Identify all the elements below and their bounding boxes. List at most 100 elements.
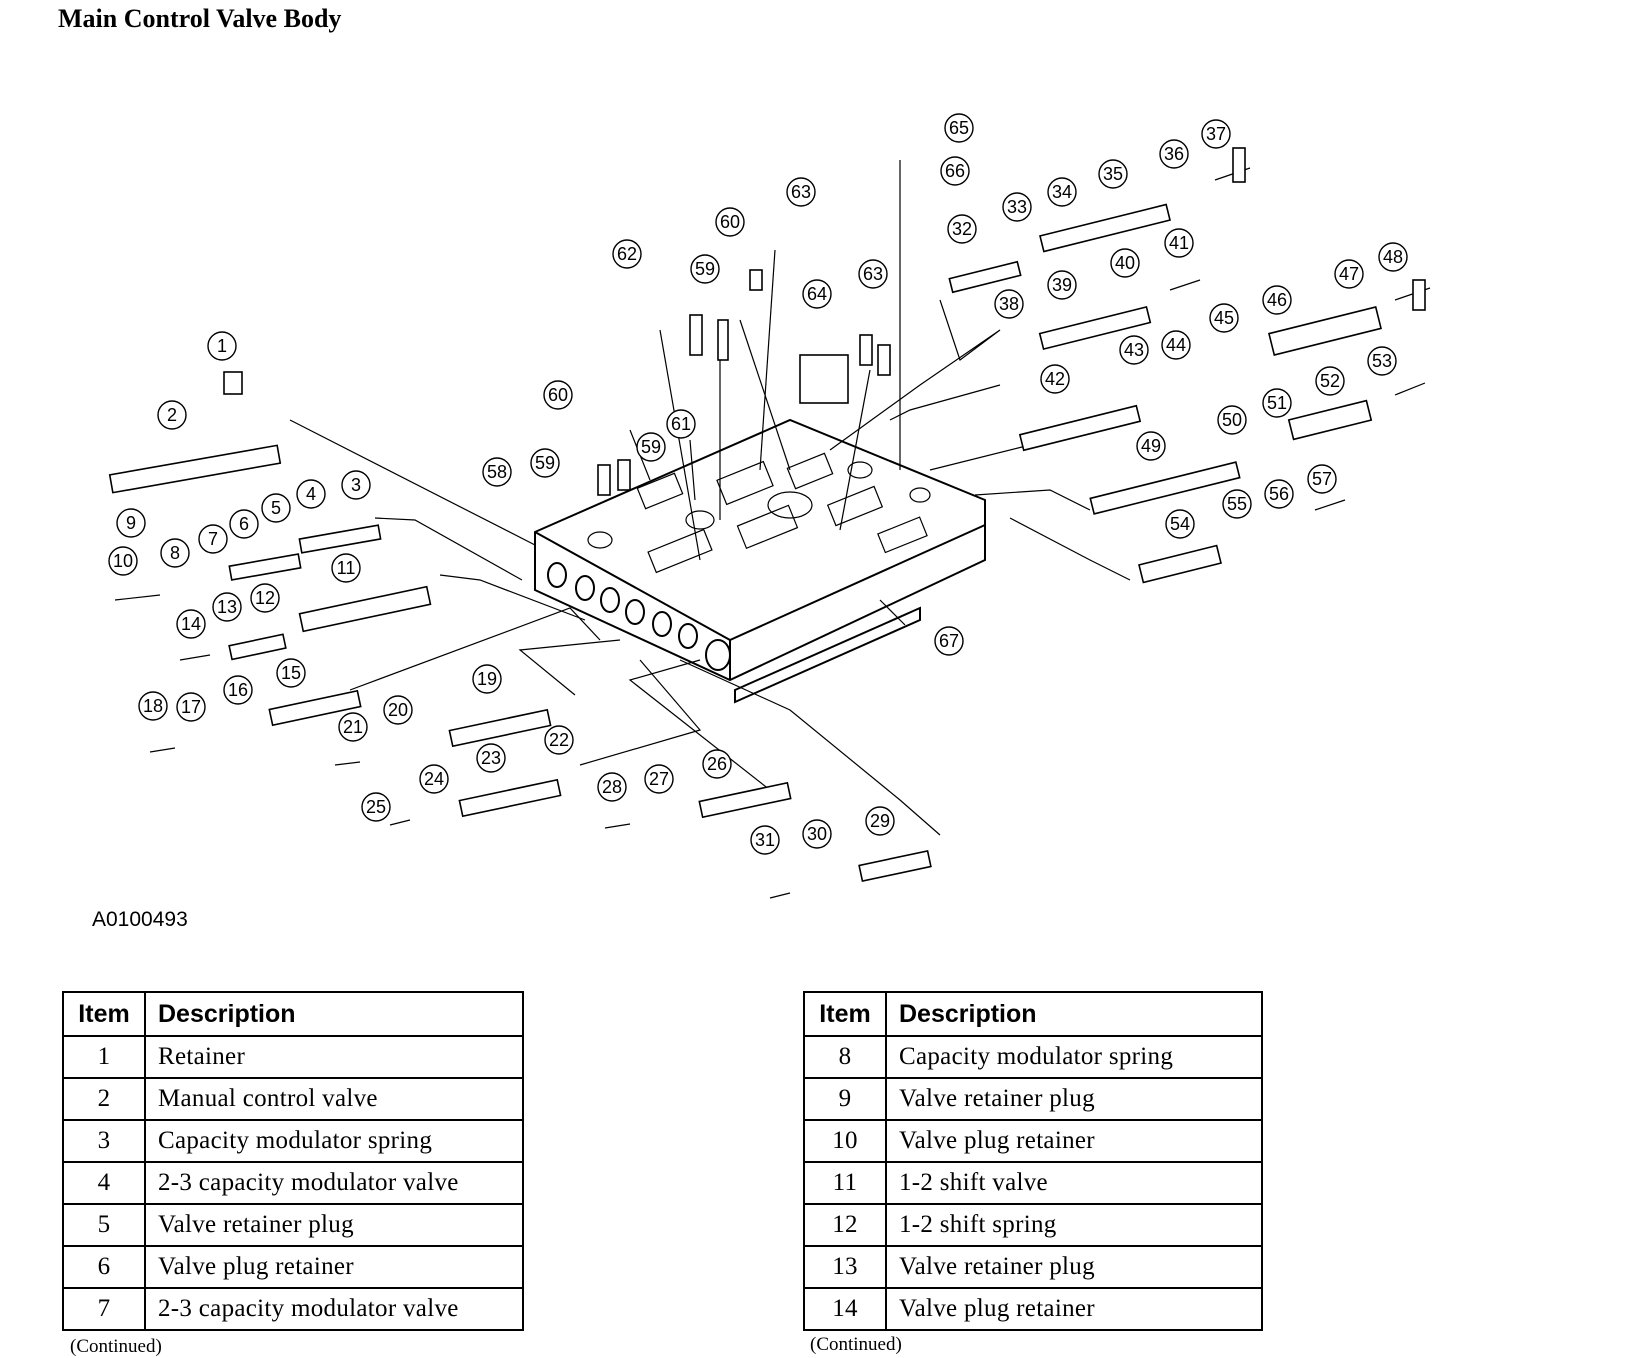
svg-text:13: 13 [217, 597, 237, 617]
callout-33: 33 [1002, 192, 1032, 222]
svg-text:58: 58 [487, 462, 507, 482]
callout-10: 10 [108, 546, 138, 576]
callout-37: 37 [1201, 119, 1231, 149]
table-header-row: Item Description [803, 991, 1263, 1037]
item-number: 9 [803, 1077, 887, 1121]
callout-28: 28 [597, 772, 627, 802]
svg-text:34: 34 [1052, 182, 1072, 202]
svg-text:28: 28 [602, 777, 622, 797]
callout-41: 41 [1164, 228, 1194, 258]
item-description: Valve retainer plug [144, 1203, 524, 1247]
svg-text:41: 41 [1169, 233, 1189, 253]
callout-50: 50 [1217, 405, 1247, 435]
callout-13: 13 [212, 592, 242, 622]
svg-text:1: 1 [217, 336, 227, 356]
callout-32: 32 [947, 214, 977, 244]
svg-text:15: 15 [281, 663, 301, 683]
svg-text:38: 38 [999, 294, 1019, 314]
item-description: Capacity modulator spring [144, 1119, 524, 1163]
svg-text:61: 61 [671, 414, 691, 434]
callout-56: 56 [1264, 479, 1294, 509]
svg-text:26: 26 [707, 754, 727, 774]
callout-51: 51 [1262, 388, 1292, 418]
svg-text:42: 42 [1045, 369, 1065, 389]
callout-49: 49 [1136, 431, 1166, 461]
item-number: 11 [803, 1161, 887, 1205]
callout-22: 22 [544, 725, 574, 755]
callout-39: 39 [1047, 270, 1077, 300]
callout-3: 3 [341, 470, 371, 500]
callout-58: 58 [482, 457, 512, 487]
svg-text:63: 63 [863, 264, 883, 284]
callout-60-b: 60 [715, 207, 745, 237]
svg-text:6: 6 [239, 514, 249, 534]
callout-23: 23 [476, 743, 506, 773]
callout-7: 7 [198, 524, 228, 554]
callout-6: 6 [229, 509, 259, 539]
item-description: Valve plug retainer [144, 1245, 524, 1289]
svg-text:2: 2 [167, 405, 177, 425]
svg-text:20: 20 [388, 700, 408, 720]
item-number: 8 [803, 1035, 887, 1079]
item-description: Manual control valve [144, 1077, 524, 1121]
item-number: 4 [62, 1161, 146, 1205]
svg-text:30: 30 [807, 824, 827, 844]
svg-text:63: 63 [791, 182, 811, 202]
callout-38: 38 [994, 289, 1024, 319]
table-header-row: Item Description [62, 991, 524, 1037]
leader-lines [114, 160, 1431, 899]
callout-60-a: 60 [543, 380, 573, 410]
callout-25: 25 [361, 792, 391, 822]
continued-note-left: (Continued) [70, 1336, 162, 1357]
item-description: Valve retainer plug [885, 1245, 1263, 1289]
callout-11: 11 [331, 553, 361, 583]
item-number: 7 [62, 1287, 146, 1331]
callout-31: 31 [750, 825, 780, 855]
callout-48: 48 [1378, 242, 1408, 272]
item-description: 2-3 capacity modulator valve [144, 1161, 524, 1205]
item-number: 10 [803, 1119, 887, 1163]
svg-text:67: 67 [939, 631, 959, 651]
svg-text:7: 7 [208, 529, 218, 549]
svg-text:59: 59 [695, 259, 715, 279]
svg-text:60: 60 [720, 212, 740, 232]
svg-text:35: 35 [1103, 164, 1123, 184]
svg-text:64: 64 [807, 284, 827, 304]
callout-27: 27 [644, 764, 674, 794]
item-number: 5 [62, 1203, 146, 1247]
svg-text:56: 56 [1269, 484, 1289, 504]
callout-36: 36 [1159, 139, 1189, 169]
callout-45: 45 [1209, 303, 1239, 333]
callout-47: 47 [1334, 259, 1364, 289]
callout-12: 12 [250, 583, 280, 613]
callout-29: 29 [865, 806, 895, 836]
callout-65: 65 [944, 113, 974, 143]
item-description: 2-3 capacity modulator valve [144, 1287, 524, 1331]
svg-text:8: 8 [170, 543, 180, 563]
svg-text:44: 44 [1166, 335, 1186, 355]
callout-54: 54 [1165, 509, 1195, 539]
callout-14: 14 [176, 609, 206, 639]
callout-46: 46 [1262, 285, 1292, 315]
item-number: 2 [62, 1077, 146, 1121]
callout-4: 4 [296, 479, 326, 509]
page-title: Main Control Valve Body [58, 4, 342, 33]
item-description: Valve retainer plug [885, 1077, 1263, 1121]
svg-text:9: 9 [126, 513, 136, 533]
svg-text:29: 29 [870, 811, 890, 831]
callout-40: 40 [1110, 248, 1140, 278]
callout-20: 20 [383, 695, 413, 725]
item-description: Valve plug retainer [885, 1287, 1263, 1331]
callout-35: 35 [1098, 159, 1128, 189]
svg-text:65: 65 [949, 118, 969, 138]
